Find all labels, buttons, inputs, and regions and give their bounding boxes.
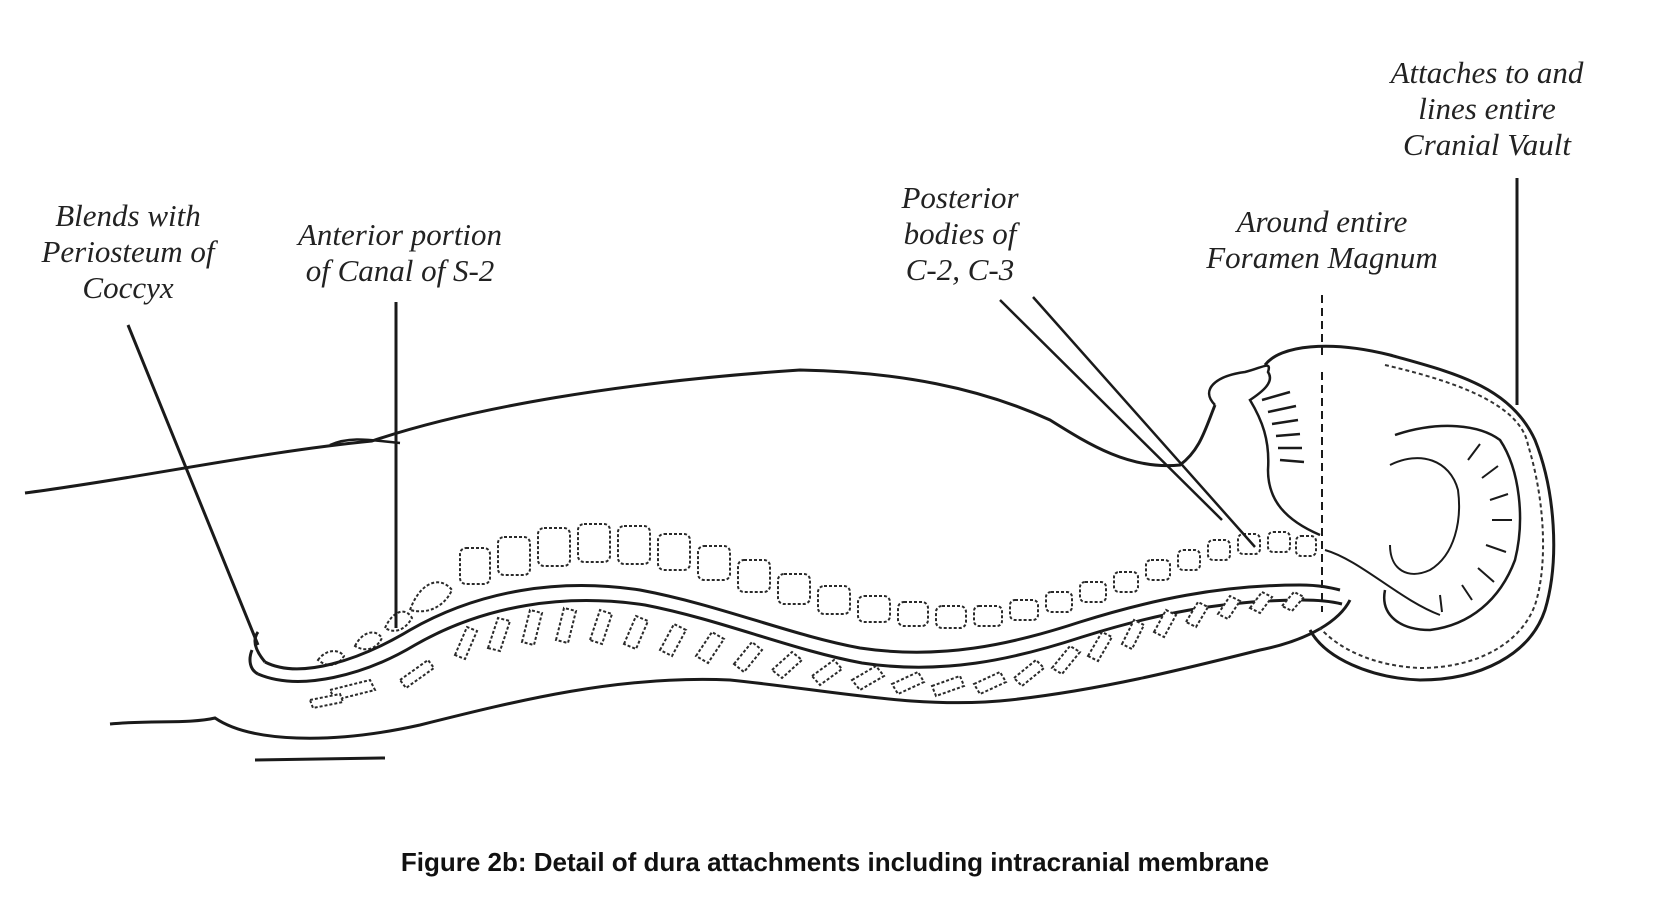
label-coccyx-line2: Periosteum of	[40, 234, 218, 269]
label-s2-line2: of Canal of S-2	[306, 253, 495, 288]
spinous-processes	[308, 590, 1306, 710]
label-foramen-line2: Foramen Magnum	[1205, 240, 1438, 275]
figure-caption: Figure 2b: Detail of dura attachments in…	[400, 847, 1270, 877]
dural-tube-lower	[257, 598, 1343, 683]
label-c2c3: Posterior bodies of C-2, C-3	[900, 180, 1020, 287]
label-vault-line1: Attaches to and	[1389, 55, 1584, 90]
skull-outline	[1263, 344, 1556, 682]
label-c2c3-line3: C-2, C-3	[906, 252, 1015, 287]
leader-c2	[999, 299, 1223, 521]
label-s2: Anterior portion of Canal of S-2	[296, 217, 502, 288]
label-vault-line2: lines entire	[1418, 91, 1556, 126]
label-coccyx-line3: Coccyx	[82, 270, 173, 305]
label-foramen-line1: Around entire	[1235, 204, 1408, 239]
label-foramen: Around entire Foramen Magnum	[1205, 204, 1438, 275]
front-outline	[109, 599, 1352, 740]
dural-sac-end	[248, 631, 267, 676]
teeth	[1261, 390, 1305, 464]
label-c2c3-line2: bodies of	[904, 216, 1021, 251]
buttock-curve	[329, 438, 401, 447]
brain-outline	[1382, 424, 1522, 632]
dural-tube-upper	[264, 583, 1341, 671]
leader-coccyx	[126, 324, 260, 646]
label-coccyx: Blends with Periosteum of Coccyx	[40, 198, 218, 305]
leg-line	[254, 756, 386, 762]
label-vault-line3: Cranial Vault	[1403, 127, 1572, 162]
vertebral-bodies-upper	[459, 523, 1317, 629]
label-c2c3-line1: Posterior	[900, 180, 1019, 215]
label-s2-line1: Anterior portion	[296, 217, 502, 252]
sacrum-coccyx	[316, 581, 454, 666]
brain-inner	[1389, 457, 1461, 575]
label-vault: Attaches to and lines entire Cranial Vau…	[1389, 55, 1584, 162]
cranial-vault-lining	[1319, 364, 1545, 670]
tentorium	[1324, 549, 1441, 616]
back-outline	[24, 368, 1217, 495]
label-coccyx-line1: Blends with	[55, 198, 201, 233]
dura-attachment-diagram: Blends with Periosteum of Coccyx Anterio…	[24, 55, 1584, 762]
face-profile	[1208, 364, 1321, 537]
leader-c3	[1032, 296, 1256, 548]
falx-radial-lines	[1439, 443, 1512, 613]
